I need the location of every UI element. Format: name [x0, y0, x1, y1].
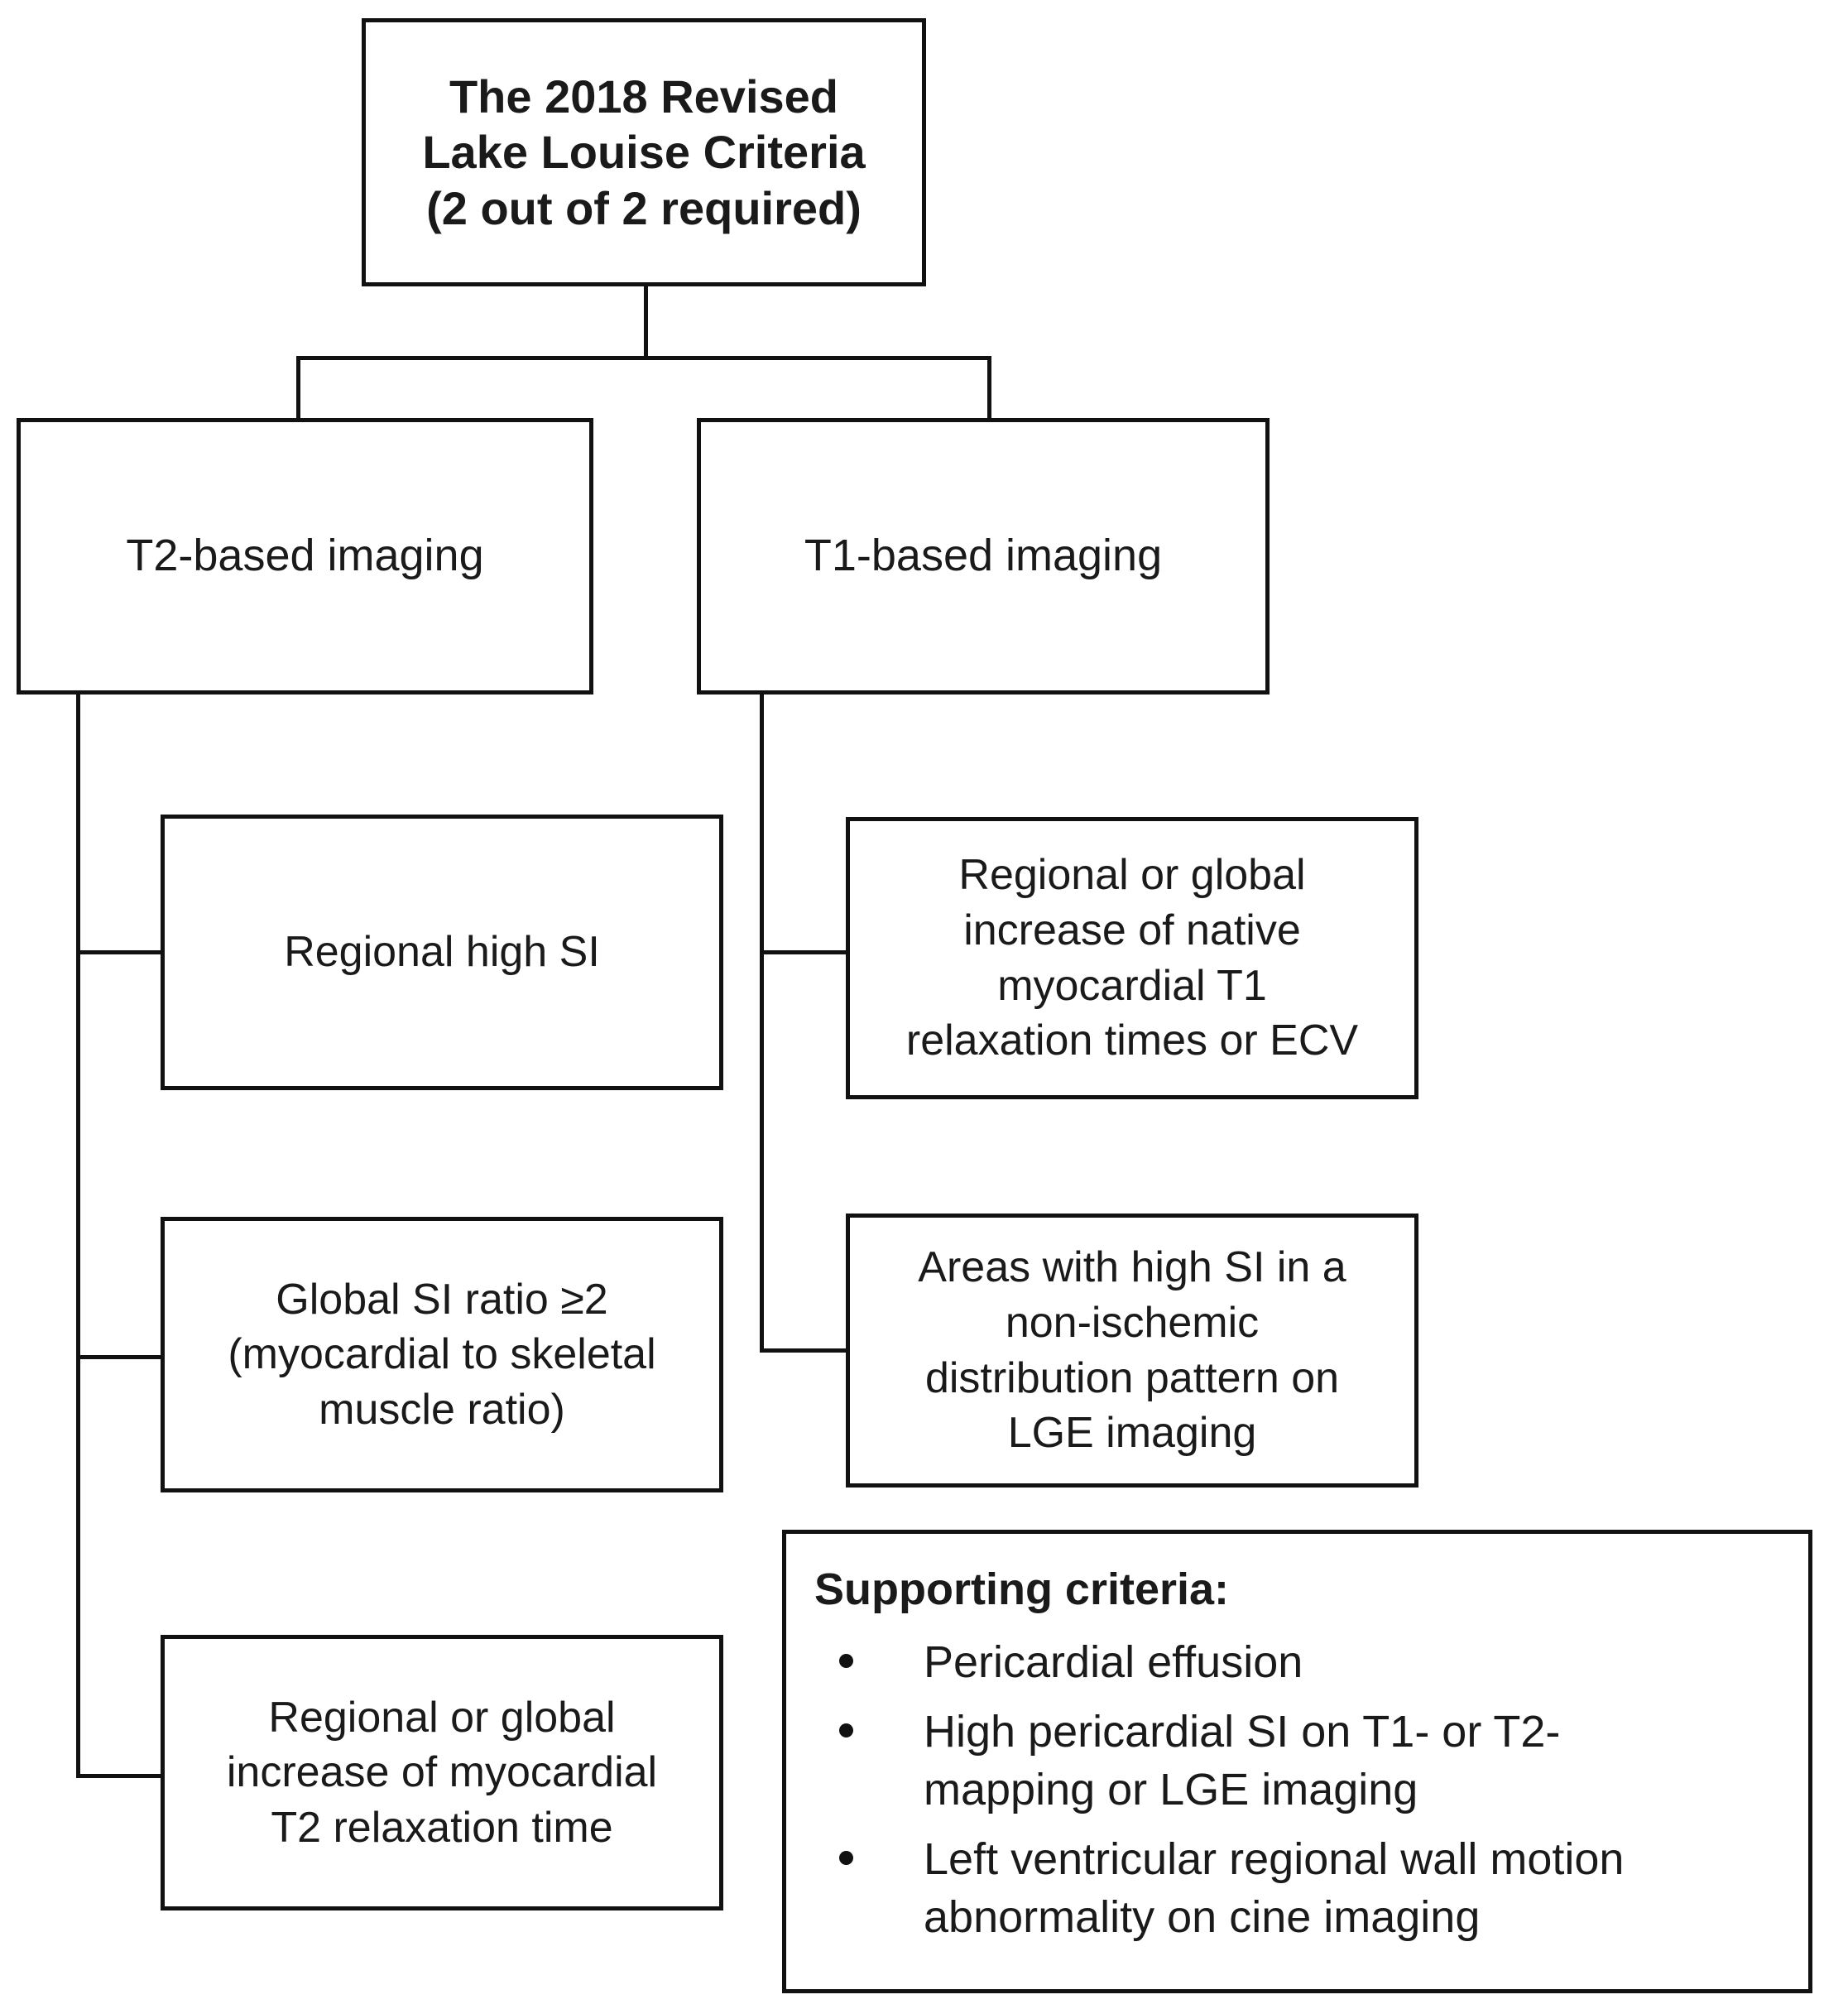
node-t2-regional-high-si-label: Regional high SI [284, 928, 600, 977]
supporting-criteria-item-label: High pericardial SI on T1- or T2- mappin… [924, 1706, 1561, 1814]
supporting-criteria-title: Supporting criteria: [814, 1564, 1230, 1614]
node-root-lake-louise-criteria[interactable]: The 2018 Revised Lake Louise Criteria (2… [362, 18, 926, 286]
supporting-criteria-item-label: Pericardial effusion [924, 1637, 1303, 1687]
node-t1-lge-non-ischemic-label: Areas with high SI in a non-ischemic dis… [918, 1243, 1346, 1458]
node-t2-based-imaging-label: T2-based imaging [126, 531, 484, 581]
connector-root-split [296, 356, 991, 360]
node-t1-based-imaging-label: T1-based imaging [804, 531, 1163, 581]
bullet-dot-icon [839, 1653, 853, 1668]
node-t2-global-si-ratio[interactable]: Global SI ratio ≥2 (myocardial to skelet… [161, 1217, 723, 1492]
node-t1-native-relaxation-ecv[interactable]: Regional or global increase of native my… [846, 817, 1418, 1099]
supporting-criteria-item-label: Left ventricular regional wall motion ab… [924, 1834, 1625, 1943]
node-root-label: The 2018 Revised Lake Louise Criteria (2… [422, 70, 866, 234]
connector-t2-spine [76, 692, 80, 1778]
bullet-dot-icon [839, 1723, 853, 1738]
connector-to-t1 [987, 356, 991, 421]
connector-to-t2 [296, 356, 300, 421]
connector-root-stem [644, 286, 648, 360]
node-t1-native-relaxation-ecv-label: Regional or global increase of native my… [905, 851, 1359, 1065]
node-t2-global-si-ratio-label: Global SI ratio ≥2 (myocardial to skelet… [228, 1275, 656, 1434]
supporting-criteria-item: Left ventricular regional wall motion ab… [814, 1830, 1783, 1946]
node-t1-based-imaging[interactable]: T1-based imaging [697, 418, 1270, 694]
connector-t1-stub-1 [760, 950, 849, 954]
connector-t2-stub-2 [76, 1355, 163, 1359]
node-t2-regional-high-si[interactable]: Regional high SI [161, 815, 723, 1090]
connector-t2-stub-3 [76, 1774, 163, 1778]
connector-t1-stub-2 [760, 1348, 849, 1353]
node-t2-based-imaging[interactable]: T2-based imaging [17, 418, 593, 694]
connector-t2-stub-1 [76, 950, 163, 954]
bullet-dot-icon [839, 1851, 853, 1866]
supporting-criteria-list: Pericardial effusion High pericardial SI… [814, 1633, 1783, 1947]
connector-t1-spine [760, 692, 764, 1353]
panel-supporting-criteria[interactable]: Supporting criteria: Pericardial effusio… [782, 1530, 1812, 1993]
node-t2-relaxation-time[interactable]: Regional or global increase of myocardia… [161, 1635, 723, 1910]
supporting-criteria-item: High pericardial SI on T1- or T2- mappin… [814, 1703, 1783, 1819]
node-t2-relaxation-time-label: Regional or global increase of myocardia… [226, 1693, 658, 1852]
supporting-criteria-item: Pericardial effusion [814, 1633, 1783, 1691]
node-t1-lge-non-ischemic[interactable]: Areas with high SI in a non-ischemic dis… [846, 1214, 1418, 1488]
